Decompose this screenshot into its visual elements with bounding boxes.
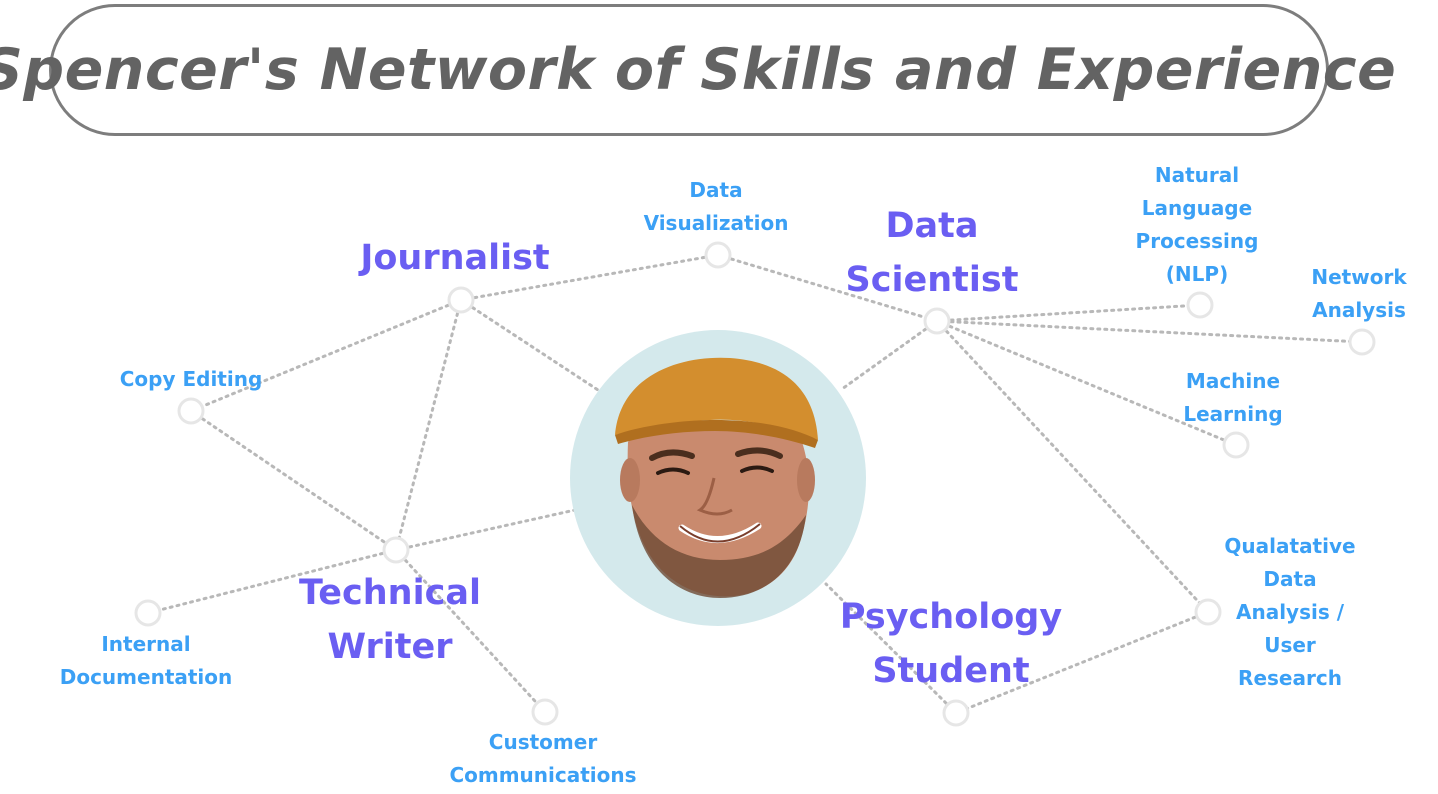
- skill-label-line: Internal: [101, 632, 191, 656]
- edge-qual-psych: [954, 610, 1210, 715]
- role-label-psychology-student: Psychology Student: [840, 590, 1062, 698]
- node-qual: [1194, 598, 1222, 626]
- skill-label-machine-learning: Machine Learning: [1183, 365, 1282, 431]
- face-illustration: [615, 357, 818, 598]
- skill-label-network-analysis: Network Analysis: [1311, 261, 1406, 327]
- cap-brim: [615, 420, 818, 448]
- left-eye: [656, 467, 690, 475]
- node-customer: [531, 698, 559, 726]
- skill-label-line: Analysis: [1312, 298, 1406, 322]
- left-eyebrow: [649, 449, 695, 461]
- lip-line: [679, 523, 761, 543]
- skill-label-line: Natural: [1154, 163, 1240, 187]
- node-dataSci: [923, 307, 951, 335]
- node-techWriter: [382, 536, 410, 564]
- portrait-photo: [570, 330, 866, 626]
- skill-label-internal-documentation: Internal Documentation: [60, 628, 233, 694]
- skill-label-line: Analysis /: [1235, 600, 1345, 624]
- edge-dataSci-network: [935, 319, 1364, 344]
- node-psych: [942, 699, 970, 727]
- skill-label-line: Data: [689, 178, 743, 202]
- node-ml: [1222, 431, 1250, 459]
- skill-label-copy-editing: Copy Editing: [120, 363, 263, 396]
- role-label-data-scientist: Data Scientist: [846, 199, 1019, 307]
- node-layer: [134, 241, 1376, 727]
- cap-shape: [615, 357, 818, 440]
- role-label-journalist: Journalist: [360, 231, 549, 285]
- edge-journalist-techWriter: [394, 298, 463, 552]
- skill-label-line: Documentation: [59, 665, 233, 689]
- page-title: Spencer's Network of Skills and Experien…: [0, 37, 1397, 103]
- edge-dataSci-nlp: [935, 303, 1202, 323]
- skill-label-line: (NLP): [1165, 262, 1229, 286]
- edge-dataSci-qual: [935, 319, 1210, 614]
- edge-dataViz-dataSci: [716, 253, 939, 323]
- skill-label-line: Copy Editing: [119, 367, 263, 391]
- edge-journalist-dataViz: [459, 253, 720, 302]
- role-label-line: Technical: [299, 573, 481, 613]
- skill-label-line: Data: [1263, 567, 1317, 591]
- node-nlp: [1186, 291, 1214, 319]
- skill-label-nlp: Natural Language Processing (NLP): [1136, 159, 1259, 291]
- edge-psych-portraitLR: [824, 582, 958, 715]
- nose: [696, 477, 733, 516]
- node-dataViz: [704, 241, 732, 269]
- right-eyebrow: [735, 447, 783, 459]
- skill-label-line: Network: [1311, 265, 1407, 289]
- edge-techWriter-customer: [394, 548, 547, 714]
- right-ear: [797, 458, 815, 502]
- node-copy: [177, 397, 205, 425]
- role-label-line: Student: [872, 651, 1030, 691]
- edge-journalist-portraitUL: [459, 298, 600, 392]
- node-network: [1348, 328, 1376, 356]
- edge-layer: [146, 253, 1364, 715]
- node-journalist: [447, 286, 475, 314]
- skill-label-line: User: [1264, 633, 1316, 657]
- skill-label-line: Research: [1238, 666, 1342, 690]
- title-banner: Spencer's Network of Skills and Experien…: [0, 4, 1396, 136]
- beard-shape: [632, 505, 806, 598]
- skill-label-line: Language: [1141, 196, 1253, 220]
- role-label-line: Data: [885, 206, 979, 246]
- skill-label-line: Learning: [1183, 402, 1283, 426]
- skill-label-line: Customer: [488, 730, 598, 754]
- edge-dataSci-portraitUR: [840, 319, 939, 391]
- skill-label-data-visualization: Data Visualization: [644, 174, 789, 240]
- node-internal: [134, 599, 162, 627]
- skill-label-line: Communications: [449, 763, 637, 787]
- role-label-line: Scientist: [845, 260, 1019, 300]
- edge-dataSci-ml: [935, 319, 1238, 447]
- skill-label-line: Visualization: [643, 211, 789, 235]
- edge-techWriter-internal: [146, 548, 398, 615]
- edge-techWriter-portraitL: [394, 508, 577, 552]
- skill-label-qualitative-research: Qualatative Data Analysis / User Researc…: [1224, 530, 1355, 695]
- right-eye: [740, 465, 774, 473]
- skill-label-customer-communications: Customer Communications: [449, 726, 636, 792]
- skill-label-line: Qualatative: [1224, 534, 1356, 558]
- left-ear: [620, 458, 640, 502]
- role-label-line: Psychology: [839, 597, 1063, 637]
- edge-journalist-copy: [189, 298, 463, 413]
- role-label-journalist-text: Journalist: [360, 238, 550, 278]
- role-label-line: Writer: [327, 627, 453, 667]
- skill-label-line: Machine: [1185, 369, 1281, 393]
- role-label-technical-writer: Technical Writer: [299, 566, 481, 674]
- skill-label-line: Processing: [1135, 229, 1259, 253]
- edge-copy-techWriter: [189, 409, 398, 552]
